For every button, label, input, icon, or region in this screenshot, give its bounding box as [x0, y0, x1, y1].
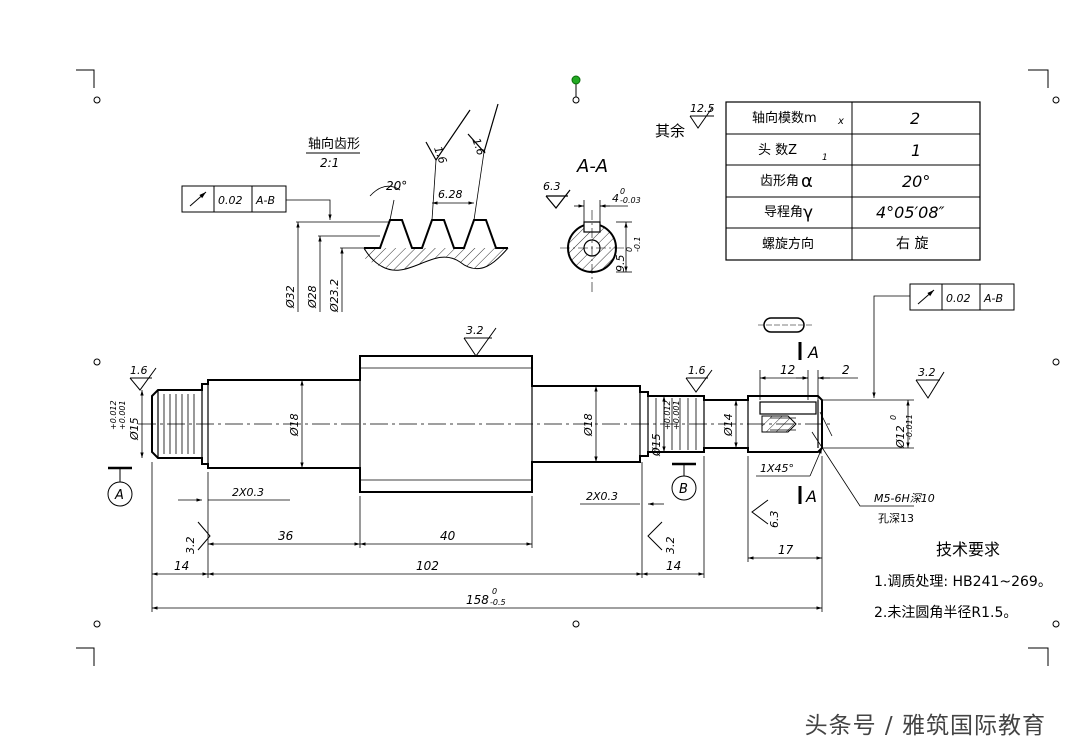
- parameter-table: 其余 12.5 轴向模数m x 2 头 数Z 1 1 齿形角 α 20° 导程角…: [655, 101, 981, 261]
- section-a-a: A-A 6.3 4 0 -0.03 9.5 0 -0.1: [543, 156, 642, 295]
- page-frame: [76, 69, 1049, 666]
- tooth-tol-value: 0.02: [218, 194, 243, 207]
- len-158-up: 0: [492, 587, 497, 596]
- d18-left: Ø18: [288, 413, 301, 437]
- section-rough: 6.3: [543, 180, 561, 193]
- len-14b: 14: [666, 559, 681, 573]
- dia-28: Ø28: [306, 285, 319, 309]
- row-2-label: 头 数Z: [758, 143, 797, 158]
- selection-handles[interactable]: [93, 96, 1060, 628]
- rough-bottom-right: 6.3: [768, 511, 781, 529]
- section-title: A-A: [576, 156, 608, 177]
- len-158: 158: [466, 593, 489, 607]
- tooth-rough-b: 1.6: [469, 136, 487, 157]
- hole-depth: 孔深13: [878, 512, 914, 525]
- section-depth-tol-lo: -0.1: [633, 236, 642, 252]
- row-2-sym: 1: [822, 153, 828, 163]
- main-tol-datum: A-B: [983, 292, 1003, 305]
- key-width: 4: [612, 192, 619, 205]
- tooth-profile-detail: 轴向齿形 2:1 1.6 1.6 20° 6.28 Ø32 Ø28 Ø23.2: [181, 103, 509, 313]
- row-4-sym: γ: [803, 203, 813, 223]
- d15-right-lo: +0.001: [672, 400, 681, 430]
- row-3-label: 齿形角: [760, 174, 799, 189]
- cut-a-top: A: [807, 343, 819, 362]
- shaft-main-view: A A A B 1.6 3.2 1.6 3.2 3.2 3.2 6.3: [107, 283, 1015, 612]
- len-102: 102: [416, 559, 439, 573]
- tooth-pitch: 6.28: [438, 188, 463, 201]
- tooth-profile-scale: 2:1: [320, 156, 339, 170]
- rough-bottom-mid: 3.2: [664, 537, 677, 555]
- rough-center: 3.2: [466, 324, 484, 337]
- rough-mid: 1.6: [688, 364, 706, 377]
- d15-right: Ø15: [650, 433, 663, 457]
- row-5-value: 右 旋: [896, 236, 928, 252]
- section-depth: 9.5: [614, 255, 627, 273]
- other-rough: 12.5: [690, 102, 715, 115]
- dia-32: Ø32: [284, 285, 297, 309]
- datum-b: B: [679, 482, 688, 497]
- d18-right: Ø18: [582, 413, 595, 437]
- note-2: 2.未注圆角半径R1.5。: [874, 605, 1017, 621]
- rough-left: 1.6: [130, 364, 148, 377]
- len-2: 2: [842, 363, 850, 377]
- row-3-value: 20°: [902, 172, 930, 191]
- key-width-tol-lo: -0.03: [620, 196, 641, 205]
- rough-bottom-left: 3.2: [184, 537, 197, 555]
- watermark: 头条号 / 雅筑国际教育: [804, 713, 1046, 739]
- other-label: 其余: [655, 122, 685, 140]
- row-4-label: 导程角: [764, 205, 803, 220]
- dia-23: Ø23.2: [328, 279, 341, 313]
- key-width-tol-up: 0: [620, 187, 625, 196]
- d15-left-lo: +0.001: [118, 400, 127, 430]
- d12-lo: -0.011: [905, 414, 914, 440]
- tooth-profile-title: 轴向齿形: [308, 136, 360, 152]
- main-tol-value: 0.02: [946, 292, 971, 305]
- row-1-label: 轴向模数m: [752, 110, 817, 126]
- d12-up: 0: [889, 415, 898, 420]
- row-2-value: 1: [911, 141, 921, 160]
- len-14a: 14: [174, 559, 189, 573]
- datum-a: A: [114, 488, 124, 503]
- len-158-lo: -0.5: [490, 598, 506, 607]
- chamfer-left: 2X0.3: [232, 486, 264, 499]
- row-4-value: 4°05′08″: [876, 203, 945, 222]
- d12: Ø12: [894, 425, 907, 449]
- len-12: 12: [780, 363, 795, 377]
- technical-notes: 技术要求 1.调质处理: HB241~269。 2.未注圆角半径R1.5。: [874, 540, 1052, 621]
- len-17: 17: [778, 543, 794, 557]
- d14: Ø14: [722, 413, 735, 437]
- row-1-value: 2: [910, 109, 920, 128]
- tooth-rough-a: 1.6: [431, 145, 449, 166]
- tooth-tol-datum: A-B: [255, 194, 275, 207]
- chamfer-end: 1X45°: [760, 462, 794, 475]
- len-36: 36: [278, 529, 294, 543]
- len-40: 40: [440, 529, 456, 543]
- tooth-angle: 20°: [386, 179, 407, 193]
- thread-spec: M5-6H深10: [874, 492, 935, 505]
- row-3-sym: α: [801, 171, 813, 192]
- chamfer-right: 2X0.3: [586, 490, 618, 503]
- note-1: 1.调质处理: HB241~269。: [874, 574, 1052, 590]
- row-5-label: 螺旋方向: [762, 236, 814, 252]
- rough-right: 3.2: [918, 366, 936, 379]
- rotate-handle[interactable]: [571, 75, 581, 97]
- cut-a-bottom: A: [805, 487, 817, 506]
- notes-title: 技术要求: [936, 540, 1000, 559]
- d15-left-up: +0.012: [109, 400, 118, 430]
- d15-left: Ø15: [128, 417, 141, 441]
- section-depth-tol-up: 0: [625, 247, 634, 252]
- row-1-sym: x: [837, 116, 844, 127]
- d15-right-up: +0.012: [663, 400, 672, 430]
